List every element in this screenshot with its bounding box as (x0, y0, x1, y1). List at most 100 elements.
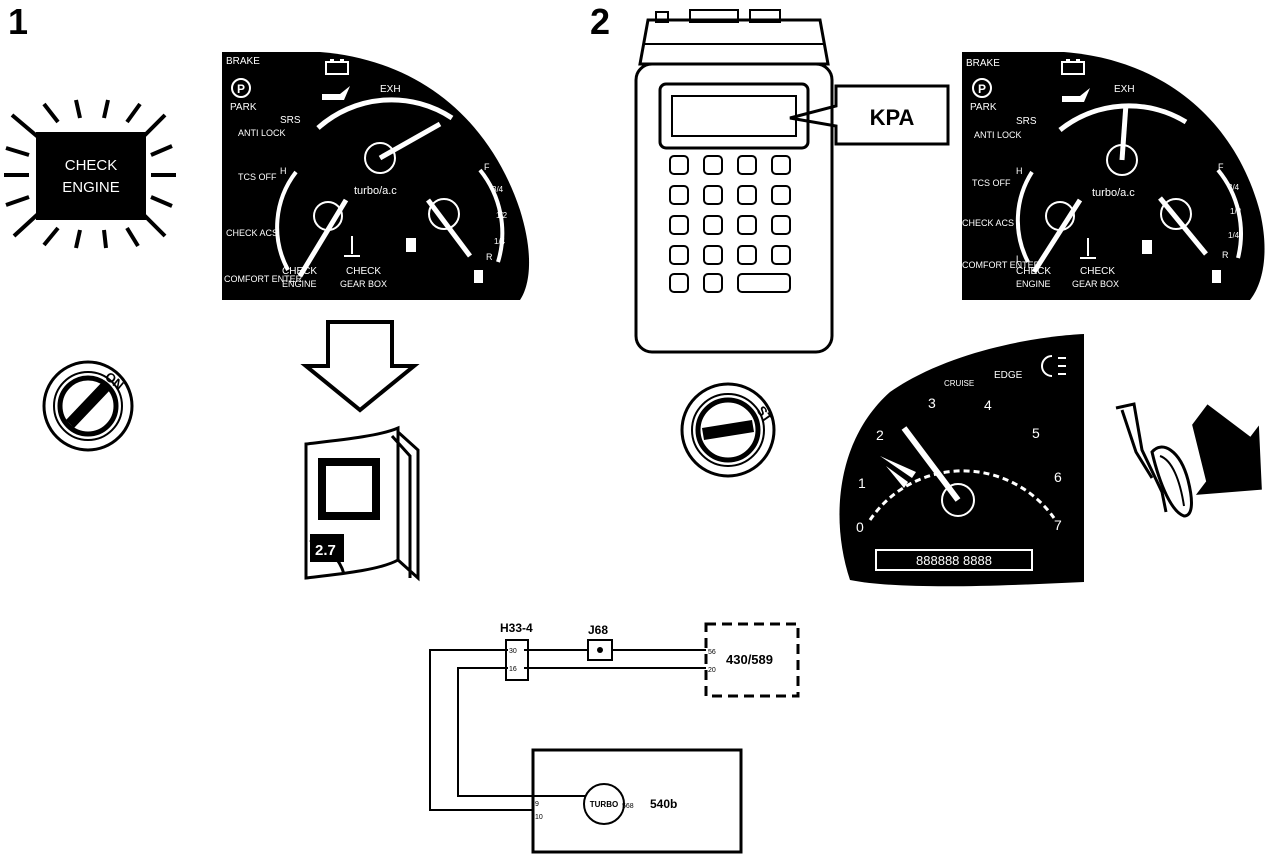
connector-pin-16: 16 (509, 666, 517, 673)
tach-tick-1: 1 (858, 475, 866, 491)
cluster1-srs-label: SRS (280, 115, 301, 126)
battery-icon-2 (1061, 59, 1085, 75)
cluster2-park-label: PARK (970, 102, 997, 113)
step-2-number: 2 (590, 1, 610, 42)
fuel-pump-small-icon (474, 270, 483, 283)
cluster1-tcs-label: TCS OFF (238, 172, 277, 182)
battery-icon (325, 59, 349, 75)
temp-needle-2 (1031, 198, 1083, 274)
kpa-callout (789, 84, 950, 146)
cluster1-acs-label: CHECK ACS (226, 228, 278, 238)
cluster1-antilock-label: ANTI LOCK (238, 128, 286, 138)
ecu-label: 430/589 (726, 652, 773, 667)
fuel-pump-icon-2 (1142, 240, 1152, 254)
tach-tick-2: 2 (876, 427, 884, 443)
cluster2-temp-l: L (1016, 254, 1021, 264)
instrument-cluster-left: BRAKE P PARK ANTI LOCK TCS OFF CHECK ACS… (222, 52, 530, 300)
cluster1-check-engine-2: ENGINE (282, 279, 317, 289)
tool-display (671, 95, 797, 137)
cluster2-turbo-label: turbo/a.c (1092, 187, 1135, 199)
cluster2-fuel-f: F (1218, 162, 1224, 172)
cluster1-check-gearbox-1: CHECK (346, 266, 381, 277)
turbo-lamp-label: TURBO (590, 800, 618, 809)
cluster1-comfort-label: COMFORT ENTER (224, 274, 303, 284)
ignition-switch-on: ON (42, 360, 134, 452)
park-brake-icon-2: P (972, 78, 992, 98)
kpa-label: KPA (870, 105, 915, 130)
ecu-box (704, 622, 800, 698)
tach-cruise-label: CRUISE (944, 379, 974, 388)
connector-pin-30: 30 (509, 648, 517, 655)
cluster2-fuel-12: 1/2 (1230, 207, 1242, 216)
check-engine-line2: ENGINE (62, 179, 120, 196)
fuel-needle-2 (1158, 196, 1208, 256)
cluster1-brake-label: BRAKE (226, 56, 260, 67)
turbo-needle (378, 121, 442, 161)
oil-can-icon (322, 86, 350, 100)
turbo-needle-2 (1119, 103, 1129, 161)
module-pin-9: 9 (535, 801, 539, 808)
module-label: 540b (650, 797, 677, 811)
cluster2-check-engine-1: CHECK (1016, 266, 1051, 277)
cluster2-tcs-label: TCS OFF (972, 178, 1011, 188)
cluster2-check-engine-2: ENGINE (1016, 279, 1051, 289)
tool-keypad (669, 155, 791, 293)
cluster2-antilock-label: ANTI LOCK (974, 130, 1022, 140)
lamp-ref-label: 568 (622, 803, 634, 810)
fog-light-icon (1041, 355, 1066, 377)
connector-label: H33-4 (500, 621, 533, 635)
temp-needle (297, 198, 349, 278)
cluster1-fuel-14: 1/4 (494, 237, 506, 246)
cluster2-fuel-14: 1/4 (1228, 231, 1240, 240)
tach-tick-3: 3 (928, 395, 936, 411)
cluster2-brake-label: BRAKE (966, 58, 1000, 69)
coolant-temp-icon (344, 236, 360, 257)
press-arrow-icon (1192, 404, 1262, 495)
module-pin-10: 10 (535, 814, 543, 821)
junction-j68 (587, 639, 613, 661)
down-arrow-icon (300, 320, 420, 413)
cluster1-check-gearbox-2: GEAR BOX (340, 279, 387, 289)
cluster2-comfort-label: COMFORT ENTER (962, 260, 1041, 270)
cluster2-check-gearbox-2: GEAR BOX (1072, 279, 1119, 289)
cluster1-turbo-label: turbo/a.c (354, 185, 397, 197)
cluster2-fuel-r: R (1222, 250, 1229, 260)
tach-tick-0: 0 (856, 519, 864, 535)
step-1-number: 1 (8, 1, 28, 42)
cluster2-temp-h: H (1016, 166, 1023, 176)
tach-edge-label: EDGE (994, 370, 1023, 381)
service-manual-icon: 2.7 (304, 425, 420, 582)
turbo-lamp-icon (583, 783, 625, 825)
connector-h33-4 (505, 639, 529, 681)
ignition-key-icon-2 (702, 420, 754, 440)
cluster2-exh-label: EXH (1114, 84, 1135, 95)
cluster2-fuel-34: 3/4 (1228, 183, 1240, 192)
cluster1-fuel-12: 1/2 (496, 211, 508, 220)
cluster1-temp-h: H (280, 166, 287, 176)
wiring-diagram: H33-4 30 16 J68 430/589 56 20 9 10 TURBO… (429, 621, 800, 854)
ecu-pin-20: 20 (708, 667, 716, 674)
flash-rays-icon (4, 99, 176, 249)
cluster2-check-gearbox-1: CHECK (1080, 266, 1115, 277)
brake-pedal-icon (1115, 402, 1193, 518)
park-brake-icon: P (231, 78, 251, 98)
cluster1-fuel-34: 3/4 (492, 185, 504, 194)
tach-odometer-display: 888888 8888 (916, 553, 992, 568)
manual-section-label: 2.7 (315, 542, 336, 559)
fuel-needle (426, 198, 472, 258)
check-engine-lamp: CHECK ENGINE (4, 99, 176, 249)
cluster1-fuel-f: F (484, 162, 490, 172)
cluster1-park-label: PARK (230, 102, 257, 113)
tach-tick-6: 6 (1054, 469, 1062, 485)
svg-text:P: P (237, 82, 245, 96)
tach-tick-5: 5 (1032, 425, 1040, 441)
cluster2-srs-label: SRS (1016, 116, 1037, 127)
cluster2-acs-label: CHECK ACS (962, 218, 1014, 228)
ecu-pin-56: 56 (708, 649, 716, 656)
tach-needle (901, 426, 961, 502)
coolant-temp-icon-2 (1080, 238, 1096, 259)
ignition-key-icon (66, 380, 112, 428)
ignition-switch-start: ST (680, 382, 776, 478)
module-540b (531, 748, 743, 854)
cluster1-exh-label: EXH (380, 84, 401, 95)
